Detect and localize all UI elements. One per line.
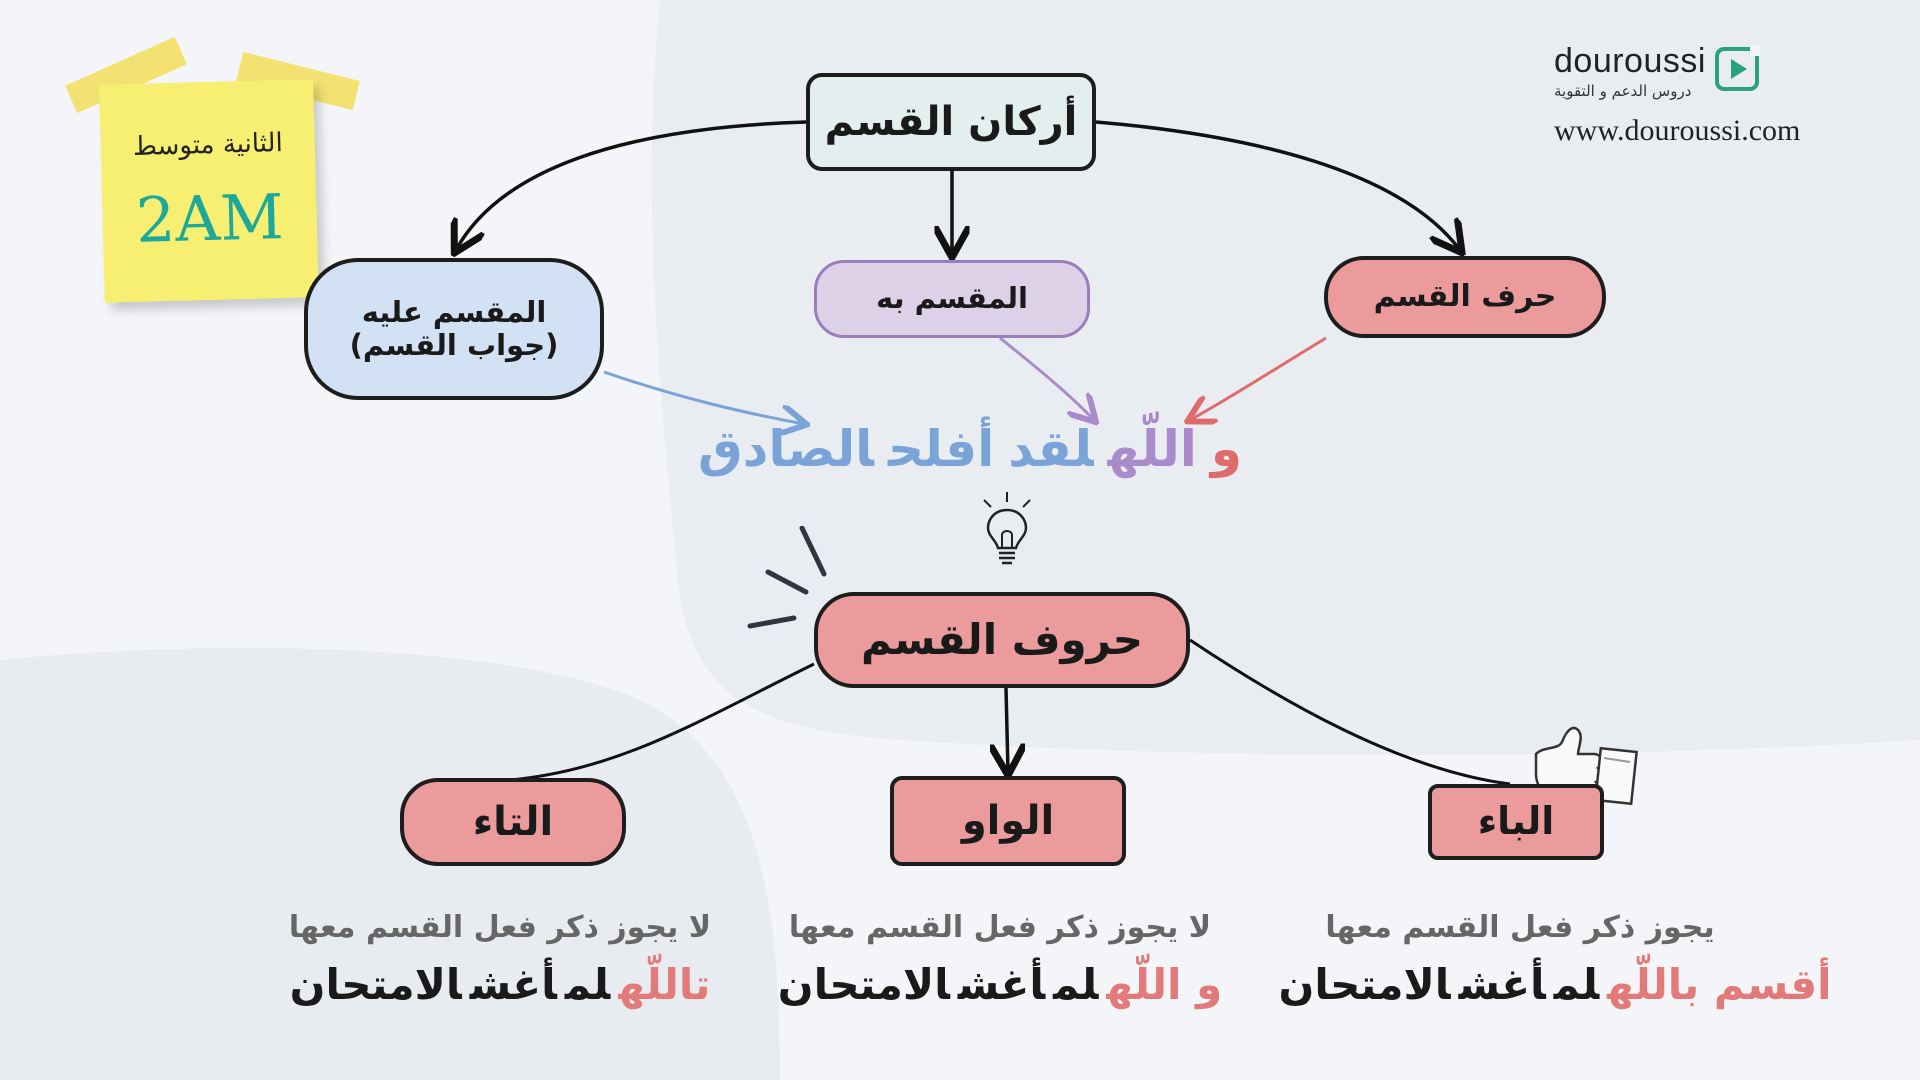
example-ba: أقسم باللّهلمأغشالامتحان [1270, 960, 1840, 1009]
example-waw-word-3: الامتحان [777, 960, 950, 1009]
example-ba-word-2: أغش [1458, 960, 1546, 1009]
rule-ta-text: لا يجوز ذكر فعل القسم معها [288, 910, 712, 945]
pillar-harf-node: حرف القسم [1324, 256, 1606, 338]
letter-ba-label: الباء [1477, 799, 1555, 844]
letter-ta-label: التاء [472, 799, 554, 845]
example-ta: تاللّهلمأغشالامتحان [250, 960, 750, 1009]
example-waw-word-2: أغش [957, 960, 1046, 1009]
example-ta-keyword: تاللّه [618, 960, 711, 1009]
brand-tagline: دروس الدعم و التقوية [1554, 82, 1692, 100]
example-ba-word-1: لم [1553, 960, 1600, 1009]
sentence-word-muqsam-bih: اللّه [1107, 420, 1197, 478]
example-ta-word-3: الامتحان [289, 960, 462, 1009]
sentence-word-answer-1: لقد [1008, 420, 1094, 478]
example-ba-keyword: أقسم باللّه [1607, 960, 1832, 1009]
grade-code: 2AM [134, 180, 285, 257]
thumbs-up-icon [1534, 726, 1638, 806]
pillars-root-label: أركان القسم [824, 99, 1078, 145]
letter-waw-label: الواو [961, 798, 1055, 844]
letter-ta-node: التاء [400, 778, 626, 866]
example-waw-word-1: لم [1053, 960, 1099, 1009]
sentence-word-answer-3: الصادق [698, 420, 874, 478]
pillar-muqsam-bih-label: المقسم به [876, 281, 1028, 316]
spark-lines-icon [747, 526, 827, 629]
sticky-note: الثانية متوسط 2AM [99, 79, 319, 303]
pillar-muqsam-bih-node: المقسم به [814, 260, 1090, 338]
pillar-muqsam-alayh-label: المقسم عليه [361, 294, 547, 329]
pillar-muqsam-alayh-node: المقسم عليه (جواب القسم) [304, 258, 604, 400]
example-waw: و اللّهلمأغشالامتحان [760, 960, 1240, 1009]
pillar-muqsam-alayh-sublabel: (جواب القسم) [349, 328, 559, 362]
example-waw-keyword: و اللّه [1106, 960, 1223, 1009]
example-ba-word-3: الامتحان [1278, 960, 1451, 1009]
lightbulb-icon [983, 492, 1031, 565]
letters-root-node: حروف القسم [814, 592, 1190, 688]
example-sentence: واللّهلقدأفلحالصادق [640, 420, 1300, 478]
sentence-word-answer-2: أفلح [887, 420, 995, 478]
brand-name: douroussi [1554, 42, 1706, 80]
letter-waw-node: الواو [890, 776, 1126, 866]
brand-header: douroussi دروس الدعم و التقوية www.douro… [1550, 42, 1890, 162]
example-ta-word-2: أغش [469, 960, 557, 1009]
rule-ba-text: يجوز ذكر فعل القسم معها [1325, 910, 1715, 945]
letters-root-label: حروف القسم [861, 614, 1143, 664]
letter-ba-node: الباء [1428, 784, 1604, 860]
brand-url[interactable]: www.douroussi.com [1554, 114, 1801, 147]
pillar-harf-label: حرف القسم [1373, 278, 1557, 314]
rule-waw-text: لا يجوز ذكر فعل القسم معها [788, 910, 1212, 945]
example-ta-word-1: لم [564, 960, 611, 1009]
grade-level-label: الثانية متوسط [132, 128, 284, 162]
play-icon [1715, 46, 1760, 91]
sentence-word-harf: و [1210, 420, 1242, 478]
pillars-root-node: أركان القسم [806, 73, 1096, 171]
